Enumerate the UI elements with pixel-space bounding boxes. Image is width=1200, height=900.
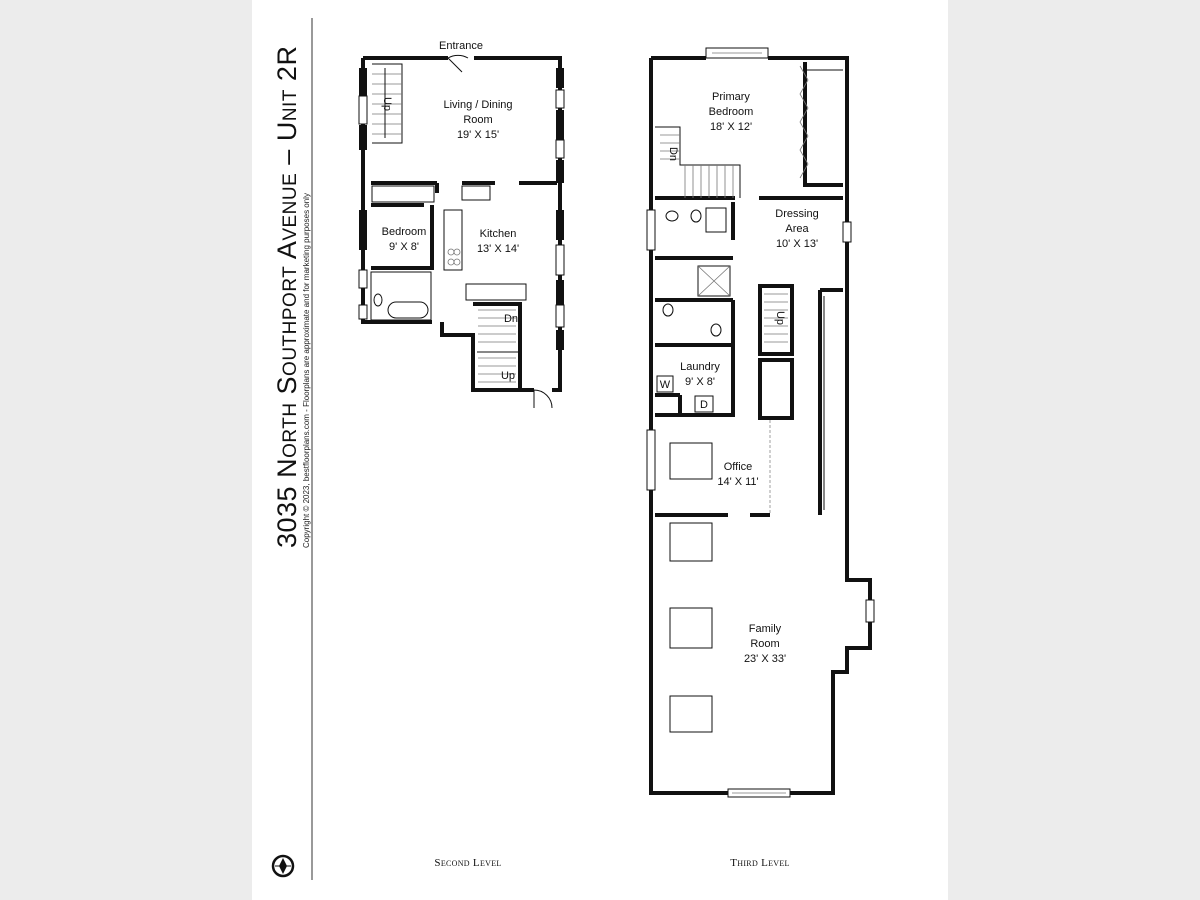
level-name-third: Third Level — [730, 857, 789, 869]
label-dressing: Dressing — [775, 208, 818, 220]
label-stair-up-lower: Up — [501, 370, 515, 382]
third-level-plan — [646, 47, 875, 798]
label-washer: W — [660, 379, 671, 391]
label-bedroom: Bedroom — [382, 226, 427, 238]
label-living-dim: 19' X 15' — [457, 129, 499, 141]
label-stair-up: Up — [381, 97, 393, 111]
label-office-dim: 14' X 11' — [717, 476, 758, 488]
label-stair-up-third: Up — [774, 311, 786, 325]
level-name-second: Second Level — [434, 857, 501, 869]
label-living-dining: Living / Dining — [443, 99, 512, 111]
label-dryer: D — [700, 399, 708, 411]
label-laundry-dim: 9' X 8' — [685, 376, 715, 388]
label-dressing-area: Area — [785, 223, 809, 235]
second-level-plan — [358, 54, 565, 409]
label-family-dim: 23' X 33' — [744, 653, 786, 665]
label-office: Office — [724, 461, 753, 473]
washer-icon — [656, 375, 674, 393]
label-family-room: Room — [750, 638, 779, 650]
label-primary-dim: 18' X 12' — [710, 121, 752, 133]
title-divider — [311, 18, 313, 880]
stair-up-second — [372, 63, 403, 144]
compass-icon — [271, 854, 295, 878]
label-primary: Primary — [712, 91, 750, 103]
label-primary-bedroom: Bedroom — [709, 106, 754, 118]
label-living-room: Room — [463, 114, 492, 126]
label-stair-dn: Dn — [504, 313, 518, 325]
label-stair-dn-third: Dn — [667, 147, 679, 161]
label-kitchen: Kitchen — [480, 228, 517, 240]
label-dressing-dim: 10' X 13' — [776, 238, 818, 250]
dryer-icon — [694, 395, 714, 413]
label-family: Family — [749, 623, 782, 635]
label-entrance: Entrance — [439, 40, 483, 52]
label-bedroom-dim: 9' X 8' — [389, 241, 419, 253]
label-kitchen-dim: 13' X 14' — [477, 243, 519, 255]
label-laundry: Laundry — [680, 361, 720, 373]
